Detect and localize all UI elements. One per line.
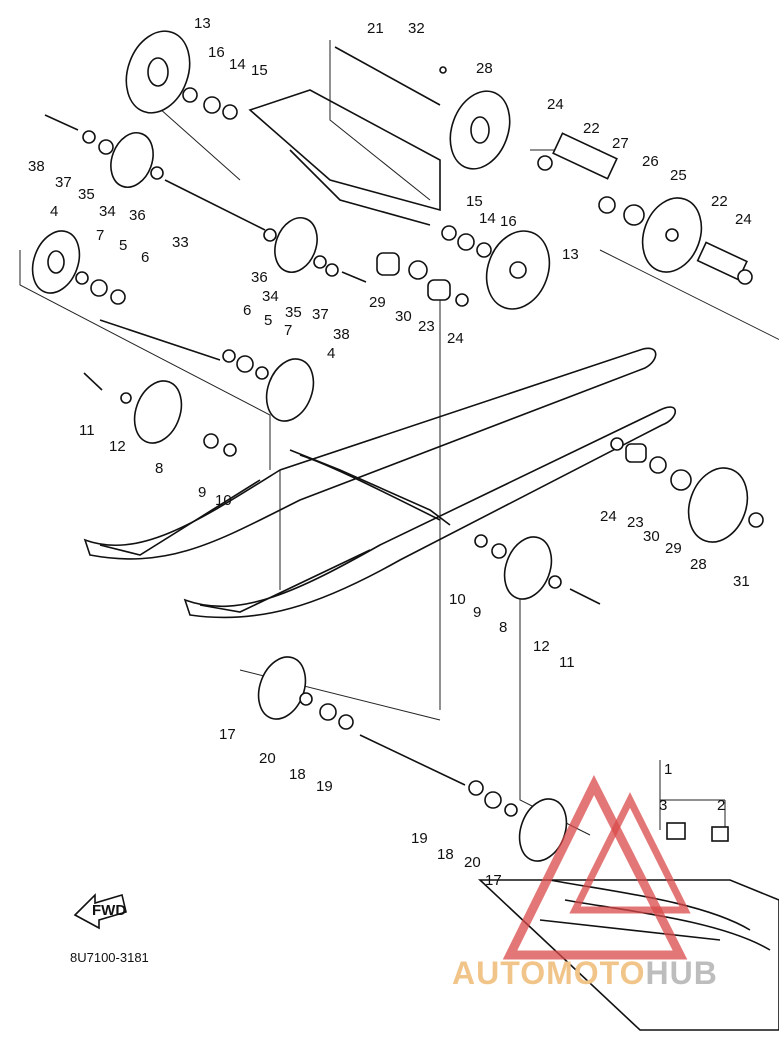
callout: 26 — [642, 153, 659, 170]
callout: 15 — [251, 62, 268, 79]
wheel-13-mid — [485, 230, 551, 310]
callout: 29 — [665, 540, 682, 557]
slide-rail-left — [83, 347, 657, 560]
callout: 16 — [500, 213, 517, 230]
callout: 22 — [711, 193, 728, 210]
callout: 23 — [627, 514, 644, 531]
wheel-25 — [641, 197, 703, 273]
callout: 34 — [99, 203, 116, 220]
callout: 8 — [499, 619, 507, 636]
callout: 7 — [96, 227, 104, 244]
callout: 31 — [733, 573, 750, 590]
callout: 3 — [659, 797, 667, 814]
callout: 23 — [418, 318, 435, 335]
callout: 10 — [215, 492, 232, 509]
callout: 32 — [408, 20, 425, 37]
callout: 12 — [109, 438, 126, 455]
callout: 24 — [447, 330, 464, 347]
callout: 37 — [55, 174, 72, 191]
callout: 16 — [208, 44, 225, 61]
callout: 18 — [437, 846, 454, 863]
callout: 19 — [316, 778, 333, 795]
wheel-34-mid — [274, 217, 318, 273]
wheel-13-top — [125, 30, 191, 114]
callout: 11 — [559, 654, 575, 671]
slide-rail-right — [183, 406, 677, 619]
callout: 20 — [464, 854, 481, 871]
callout: 7 — [284, 322, 292, 339]
callout: 12 — [533, 638, 550, 655]
fwd-arrow-icon: FWD — [73, 893, 127, 930]
callout: 4 — [327, 345, 335, 362]
wheel-17-right — [518, 798, 568, 862]
callout: 9 — [198, 484, 206, 501]
callout: 38 — [28, 158, 45, 175]
callout: 14 — [479, 210, 496, 227]
callout: 6 — [243, 302, 251, 319]
callout: 5 — [264, 312, 272, 329]
callout: 24 — [547, 96, 564, 113]
callout: 14 — [229, 56, 246, 73]
callout: 4 — [50, 203, 58, 220]
wheel-8-right — [503, 536, 553, 600]
callout: 27 — [612, 135, 629, 152]
callout: 13 — [194, 15, 211, 32]
wheel-28-top — [449, 90, 511, 170]
callout: 9 — [473, 604, 481, 621]
front-arm — [248, 89, 451, 526]
wheel-28-right — [687, 467, 749, 543]
callout: 24 — [735, 211, 752, 228]
callout: 11 — [79, 422, 95, 439]
callout: 28 — [690, 556, 707, 573]
callout: 1 — [664, 761, 672, 778]
callout: 2 — [717, 797, 725, 814]
callout: 35 — [78, 186, 95, 203]
guide-lines — [19, 40, 779, 836]
wheel-4-mid — [265, 358, 315, 422]
reference-code: 8U7100-3181 — [70, 950, 149, 965]
callout: 30 — [395, 308, 412, 325]
callout: 25 — [670, 167, 687, 184]
shafts — [99, 46, 748, 786]
callouts: 13 16 14 15 21 32 28 38 37 35 34 36 24 2… — [28, 15, 752, 889]
callout: 22 — [583, 120, 600, 137]
wheel-34-top — [110, 132, 154, 188]
callout: 13 — [562, 246, 579, 263]
callout: 21 — [367, 20, 384, 37]
callout: 35 — [285, 304, 302, 321]
callout: 30 — [643, 528, 660, 545]
watermark-logo — [502, 774, 691, 960]
callout: 15 — [466, 193, 483, 210]
wheel-8-left — [133, 380, 183, 444]
callout: 28 — [476, 60, 493, 77]
callout: 17 — [219, 726, 236, 743]
callout: 33 — [172, 234, 189, 251]
callout: 18 — [289, 766, 306, 783]
callout: 6 — [141, 249, 149, 266]
callout: 10 — [449, 591, 466, 608]
wheel-4-left — [31, 230, 81, 294]
callout: 37 — [312, 306, 329, 323]
callout: 20 — [259, 750, 276, 767]
small-parts — [44, 66, 764, 842]
callout: 34 — [262, 288, 279, 305]
callout: 8 — [155, 460, 163, 477]
callout: 17 — [485, 872, 502, 889]
callout: 38 — [333, 326, 350, 343]
callout: 19 — [411, 830, 428, 847]
callout: 36 — [129, 207, 146, 224]
fwd-label: FWD — [92, 902, 126, 919]
callout: 29 — [369, 294, 386, 311]
watermark-text: AUTOMOTOHUB — [452, 955, 718, 991]
wheel-17-left — [257, 656, 307, 720]
callout: 36 — [251, 269, 268, 286]
callout: 5 — [119, 237, 127, 254]
callout: 24 — [600, 508, 617, 525]
